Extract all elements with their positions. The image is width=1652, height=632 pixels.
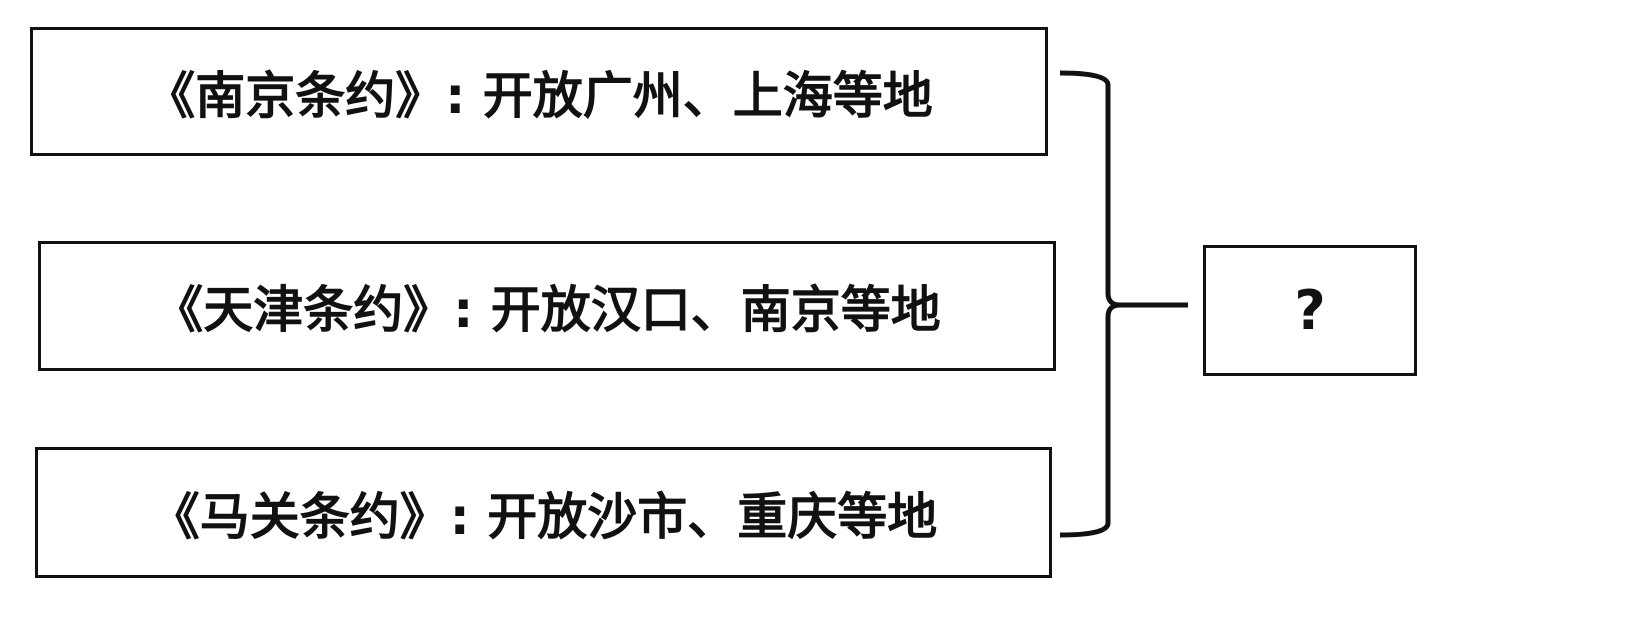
treaty-box-nanjing: 《南京条约》: 开放广州、上海等地 xyxy=(30,27,1048,156)
question-mark: ? xyxy=(1294,279,1326,342)
treaty-text: 《马关条约》: 开放沙市、重庆等地 xyxy=(149,487,938,546)
treaty-text: 《天津条约》: 开放汉口、南京等地 xyxy=(153,281,941,339)
treaty-text: 《南京条约》: 开放广州、上海等地 xyxy=(145,66,933,125)
treaty-box-tianjin: 《天津条约》: 开放汉口、南京等地 xyxy=(38,241,1056,371)
result-box: ? xyxy=(1203,245,1417,376)
treaty-box-maguan: 《马关条约》: 开放沙市、重庆等地 xyxy=(35,447,1052,578)
